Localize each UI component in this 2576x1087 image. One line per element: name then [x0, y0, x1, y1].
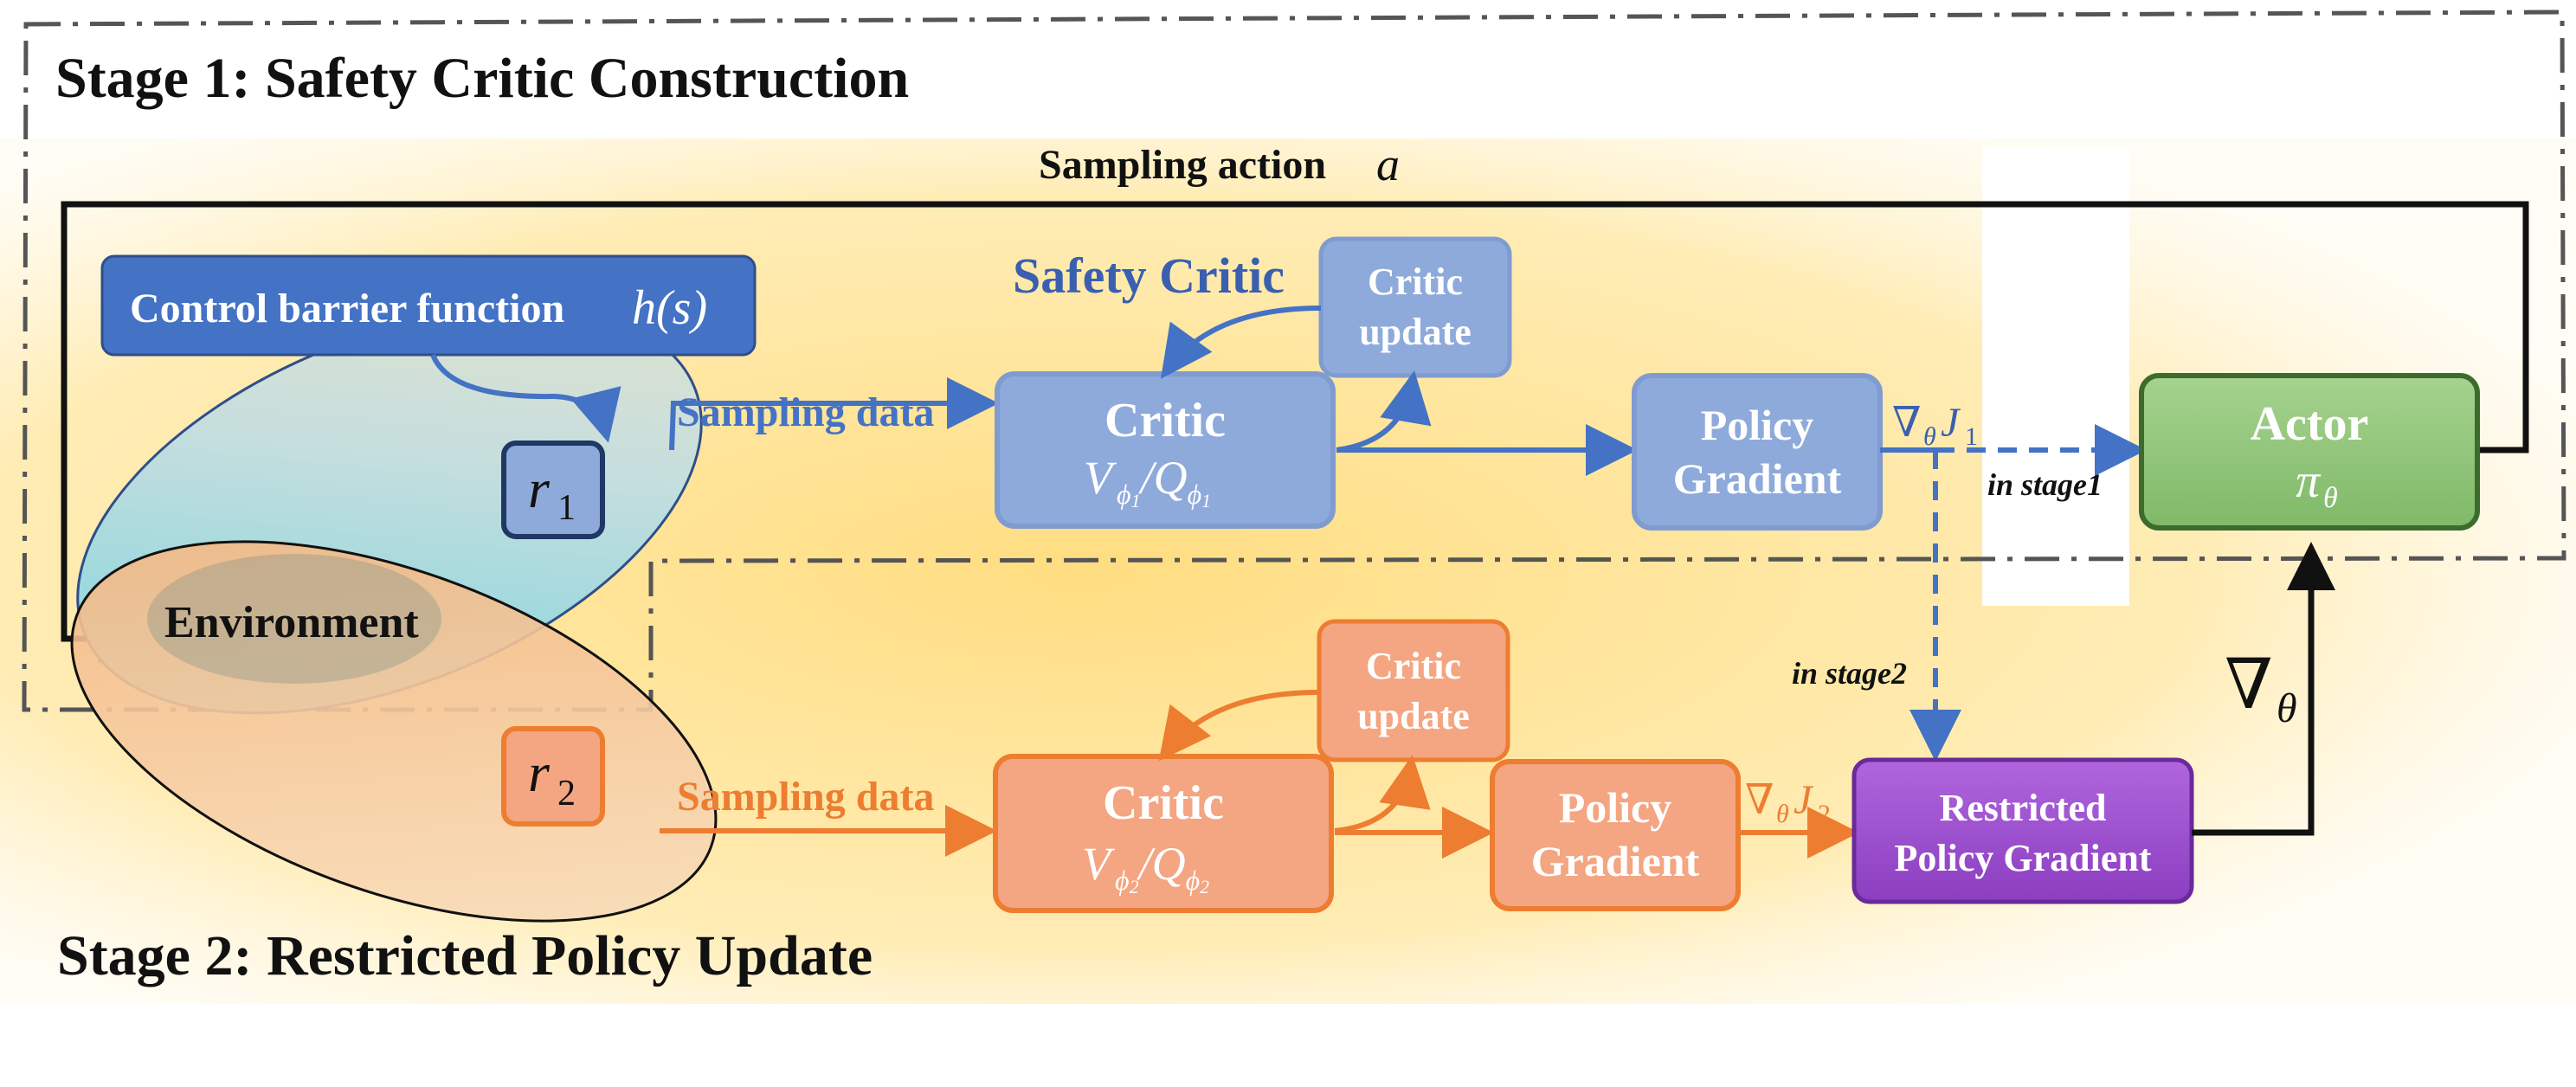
safety-critic-label: Safety Critic [1013, 248, 1285, 304]
restricted-pg-line1: Restricted [1939, 787, 2106, 829]
blue-update-out-arrow [1336, 370, 1432, 453]
orange-critic-formula: V [1082, 838, 1116, 890]
blue-sampling-label: Sampling data [677, 389, 934, 435]
cbf-box [100, 254, 757, 357]
cbf-label: Control barrier function [130, 286, 564, 331]
stage2-title: Stage 2: Restricted Policy Update [57, 924, 873, 987]
blue-critic-formula-rest: ϕ1/Qϕ1 [1117, 452, 1211, 511]
white-gap [1982, 147, 2129, 606]
cbf-symbol: h(s) [632, 281, 707, 335]
orange-pg-line2: Gradient [1531, 837, 1700, 885]
r2-box [501, 726, 605, 827]
orange-critic-update-line1: Critic [1366, 645, 1461, 687]
actor-symbol-sub: θ [2323, 482, 2338, 514]
blue-sampling-arrow [669, 377, 999, 451]
grad-j1-J: J [1941, 400, 1961, 446]
grad-j1-sub: 1 [1965, 422, 1978, 451]
blue-critic-title: Critic [1104, 394, 1226, 447]
r1-label: r [528, 458, 551, 519]
blue-critic-update-box [1318, 236, 1512, 378]
grad-j2-theta: θ [1776, 800, 1789, 828]
blue-critic-update-line1: Critic [1368, 260, 1463, 303]
stage1-title: Stage 1: Safety Critic Construction [55, 47, 909, 110]
orange-critic-formula-rest: ϕ2/Qϕ2 [1115, 838, 1209, 897]
orange-update-out-arrow [1334, 755, 1431, 833]
actor-title: Actor [2251, 397, 2369, 451]
orange-update-return-arrow [1158, 690, 1320, 762]
nabla-theta-nabla: ∇ [2225, 647, 2273, 724]
environment-overlap [147, 554, 441, 684]
blue-pg-box [1632, 373, 1883, 531]
r2-sub: 2 [557, 774, 576, 814]
grad-j1-nabla: ∇ [1892, 400, 1922, 446]
blue-critic-formula: V [1084, 452, 1117, 504]
stage1-border [22, 10, 2566, 712]
sampling-action-label: Sampling action [1039, 142, 1326, 188]
cbf-to-r1-arrow [430, 353, 621, 443]
blue-critic-update-line2: update [1359, 311, 1472, 353]
in-stage2-label: in stage2 [1792, 656, 1907, 691]
restricted-to-actor-arrow [2192, 542, 2335, 836]
grad-j2-nabla: ∇ [1745, 777, 1774, 823]
grad-j2-sub: 2 [1818, 800, 1831, 828]
orange-critic-title: Critic [1103, 776, 1224, 830]
blue-pg-line1: Policy [1701, 401, 1814, 449]
grad-j2-J: J [1794, 777, 1814, 823]
blue-pg-line2: Gradient [1673, 454, 1842, 503]
restricted-pg-line2: Policy Gradient [1895, 837, 2152, 879]
actor-symbol: π [2296, 454, 2322, 508]
r1-sub: 1 [557, 488, 576, 528]
in-stage1-label: in stage1 [1987, 467, 2103, 502]
actor-box [2139, 373, 2480, 531]
orange-critic-update-line2: update [1357, 695, 1470, 737]
environment-label: Environment [164, 598, 419, 647]
nabla-theta-theta: θ [2277, 685, 2297, 731]
orange-pg-line1: Policy [1559, 783, 1672, 832]
blue-update-return-arrow [1160, 306, 1322, 379]
restricted-pg-box [1852, 757, 2194, 904]
orange-sampling-label: Sampling data [677, 774, 934, 820]
grad-j1-theta: θ [1923, 422, 1936, 451]
r2-label: r [528, 742, 551, 803]
r1-box [501, 441, 605, 539]
orange-critic-update-box [1317, 619, 1510, 762]
sampling-action-symbol: a [1376, 138, 1400, 190]
